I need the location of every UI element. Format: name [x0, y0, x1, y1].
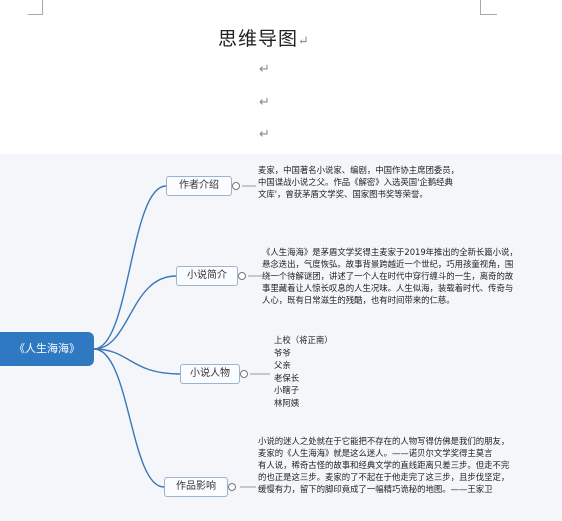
branch-node-author[interactable]: 作者介绍 [166, 176, 232, 196]
collapse-circle-icon[interactable] [240, 370, 248, 378]
paragraph-mark-icon: ↵ [298, 34, 310, 49]
empty-paragraph[interactable]: ↵ [259, 95, 270, 110]
branch-node-influence[interactable]: 作品影响 [164, 477, 228, 497]
connector-influence [93, 348, 165, 488]
empty-paragraph[interactable]: ↵ [259, 127, 270, 142]
connector-author [93, 185, 167, 350]
connector-characters [93, 348, 181, 375]
branch-node-characters[interactable]: 小说人物 [180, 364, 240, 384]
collapse-circle-icon[interactable] [228, 483, 236, 491]
branch-desc-author: 麦家，中国著名小说家、编剧，中国作协主席团委员， 中国谍战小说之父。作品《解密》… [258, 165, 459, 199]
document-title[interactable]: 思维导图↵ [218, 24, 310, 51]
mind-map-connectors [93, 185, 270, 488]
mind-map-image[interactable]: 《人生海海》 作者介绍 麦家，中国著名小说家、编剧，中国作协主席团委员， 中国谍… [0, 154, 562, 521]
branch-desc-characters: 上校（将正南） 爷爷 父亲 老保长 小瞎子 林阿姨 [274, 335, 333, 408]
root-node[interactable]: 《人生海海》 [0, 332, 94, 366]
collapse-circle-icon[interactable] [238, 272, 246, 280]
branch-node-synopsis[interactable]: 小说简介 [176, 266, 238, 286]
empty-paragraph[interactable]: ↵ [259, 62, 270, 77]
connector-synopsis [93, 275, 177, 350]
crop-mark-top-left [28, 0, 43, 15]
collapse-circle-icon[interactable] [232, 182, 240, 190]
branch-desc-synopsis: 《人生海海》是茅盾文学奖得主麦家于2019年推出的全新长篇小说， 悬念迭出，气度… [262, 247, 518, 305]
branch-desc-influence: 小说的迷人之处就在于它能把不存在的人物写得仿佛是我们的朋友， 麦家的《人生海海》… [258, 436, 510, 494]
title-text: 思维导图 [218, 28, 299, 50]
crop-mark-top-right [480, 0, 497, 15]
